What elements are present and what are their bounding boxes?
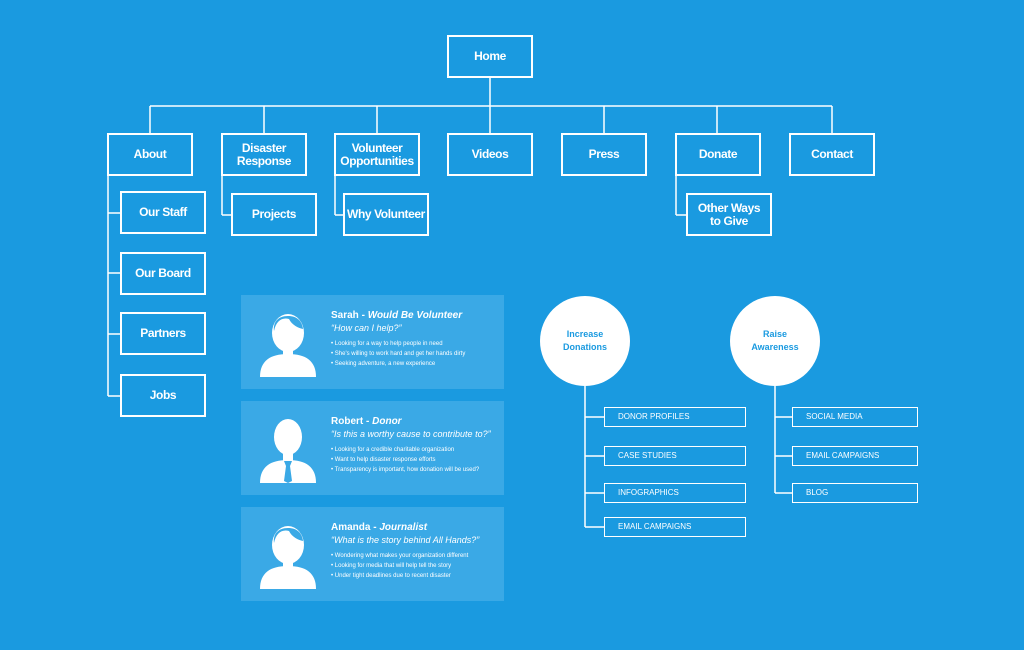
donate-node[interactable]: Donate xyxy=(675,133,761,176)
email-campaigns-item[interactable]: EMAIL CAMPAIGNS xyxy=(792,446,918,466)
jobs-node[interactable]: Jobs xyxy=(120,374,206,417)
our-board-label: Our Board xyxy=(135,266,191,280)
infographics-item[interactable]: INFOGRAPHICS xyxy=(604,483,746,503)
persona-name: Robert xyxy=(331,416,364,427)
goal-title: Increase Donations xyxy=(563,329,607,352)
goal-circle-increase-donations: Increase Donations xyxy=(540,296,630,386)
videos-label: Videos xyxy=(471,147,509,161)
about-node[interactable]: About xyxy=(107,133,193,176)
home-node[interactable]: Home xyxy=(447,35,533,78)
disaster-response-label: Disaster Response xyxy=(236,140,292,168)
press-label: Press xyxy=(588,147,620,161)
our-staff-node[interactable]: Our Staff xyxy=(120,191,206,234)
persona-bullet: Under tight deadlines due to recent disa… xyxy=(331,571,501,581)
persona-name: Sarah xyxy=(331,310,359,321)
persona-role: Donor xyxy=(372,416,402,427)
donate-label: Donate xyxy=(698,147,738,161)
persona-card-robert: Robert - Donor “Is this a worthy cause t… xyxy=(241,401,504,495)
persona-quote: “Is this a worthy cause to contribute to… xyxy=(331,429,491,439)
persona-bullet: Transparency is important, how donation … xyxy=(331,465,501,475)
donor-profiles-item[interactable]: DONOR PROFILES xyxy=(604,407,746,427)
email-campaigns-item[interactable]: EMAIL CAMPAIGNS xyxy=(604,517,746,537)
goal-circle-raise-awareness: Raise Awareness xyxy=(730,296,820,386)
persona-bullet: Want to help disaster response efforts xyxy=(331,455,501,465)
persona-bullet: Looking for media that will help tell th… xyxy=(331,561,501,571)
videos-node[interactable]: Videos xyxy=(447,133,533,176)
disaster-response-node[interactable]: Disaster Response xyxy=(221,133,307,176)
persona-quote: “What is the story behind All Hands?” xyxy=(331,535,480,545)
partners-node[interactable]: Partners xyxy=(120,312,206,355)
why-volunteer-label: Why Volunteer xyxy=(347,207,425,221)
persona-bullet: Looking for a way to help people in need xyxy=(331,339,501,349)
about-label: About xyxy=(133,147,167,161)
persona-name: Amanda xyxy=(331,522,371,533)
female-user-icon xyxy=(260,526,316,589)
persona-card-amanda: Amanda - Journalist “What is the story b… xyxy=(241,507,504,601)
partners-label: Partners xyxy=(140,326,186,340)
persona-text: Amanda - Journalist “What is the story b… xyxy=(331,521,501,581)
persona-bullet: She's willing to work hard and get her h… xyxy=(331,349,501,359)
jobs-label: Jobs xyxy=(149,388,177,402)
persona-bullet: Wondering what makes your organization d… xyxy=(331,551,501,561)
persona-role: Journalist xyxy=(379,522,428,533)
persona-bullets: Wondering what makes your organization d… xyxy=(331,551,501,581)
persona-bullet: Seeking adventure, a new experience xyxy=(331,359,501,369)
goal-title: Raise Awareness xyxy=(751,329,799,352)
our-board-node[interactable]: Our Board xyxy=(120,252,206,295)
persona-card-sarah: Sarah - Would Be Volunteer “How can I he… xyxy=(241,295,504,389)
persona-bullet: Looking for a credible charitable organi… xyxy=(331,445,501,455)
social-media-item[interactable]: SOCIAL MEDIA xyxy=(792,407,918,427)
persona-bullets: Looking for a way to help people in need… xyxy=(331,339,501,369)
blog-item[interactable]: BLOG xyxy=(792,483,918,503)
persona-bullets: Looking for a credible charitable organi… xyxy=(331,445,501,475)
other-ways-to-give-node[interactable]: Other Ways to Give xyxy=(686,193,772,236)
contact-label: Contact xyxy=(811,147,853,161)
home-label: Home xyxy=(474,49,506,63)
other-ways-to-give-label: Other Ways to Give xyxy=(697,200,761,228)
why-volunteer-node[interactable]: Why Volunteer xyxy=(343,193,429,236)
persona-text: Sarah - Would Be Volunteer “How can I he… xyxy=(331,309,501,369)
volunteer-opportunities-label: Volunteer Opportunities xyxy=(340,140,414,168)
projects-node[interactable]: Projects xyxy=(231,193,317,236)
persona-name-line: Robert - Donor xyxy=(331,416,402,427)
persona-name-line: Sarah - Would Be Volunteer xyxy=(331,310,463,321)
our-staff-label: Our Staff xyxy=(139,205,187,219)
case-studies-item[interactable]: CASE STUDIES xyxy=(604,446,746,466)
volunteer-opportunities-node[interactable]: Volunteer Opportunities xyxy=(334,133,420,176)
persona-name-line: Amanda - Journalist xyxy=(331,522,428,533)
press-node[interactable]: Press xyxy=(561,133,647,176)
projects-label: Projects xyxy=(251,207,297,221)
male-user-with-tie-icon xyxy=(260,419,316,483)
contact-node[interactable]: Contact xyxy=(789,133,875,176)
persona-quote: “How can I help?” xyxy=(331,323,402,333)
female-user-icon xyxy=(260,314,316,377)
persona-role: Would Be Volunteer xyxy=(367,310,463,321)
persona-text: Robert - Donor “Is this a worthy cause t… xyxy=(331,415,501,475)
